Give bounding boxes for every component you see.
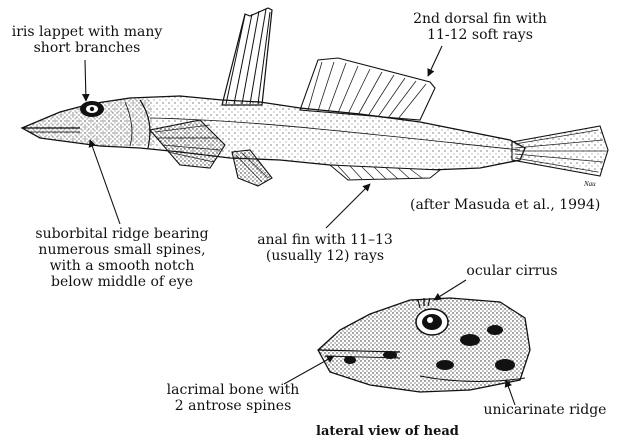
head-view-title: lateral view of head — [316, 424, 496, 440]
artist-signature: Nau — [583, 180, 596, 188]
head-detail-view — [318, 298, 530, 392]
label-ocular-cirrus: ocular cirrus — [452, 263, 572, 279]
label-lacrimal-bone: lacrimal bone with 2 antrose spines — [156, 382, 310, 414]
label-anal-fin: anal fin with 11–13 (usually 12) rays — [244, 232, 406, 264]
label-second-dorsal-fin: 2nd dorsal fin with 11-12 soft rays — [404, 11, 556, 43]
label-unicarinate-ridge: unicarinate ridge — [470, 402, 620, 418]
credit-caption: (after Masuda et al., 1994) — [410, 197, 620, 213]
label-suborbital-ridge: suborbital ridge bearing numerous small … — [30, 226, 214, 290]
label-iris-lappet: iris lappet with many short branches — [4, 24, 170, 56]
